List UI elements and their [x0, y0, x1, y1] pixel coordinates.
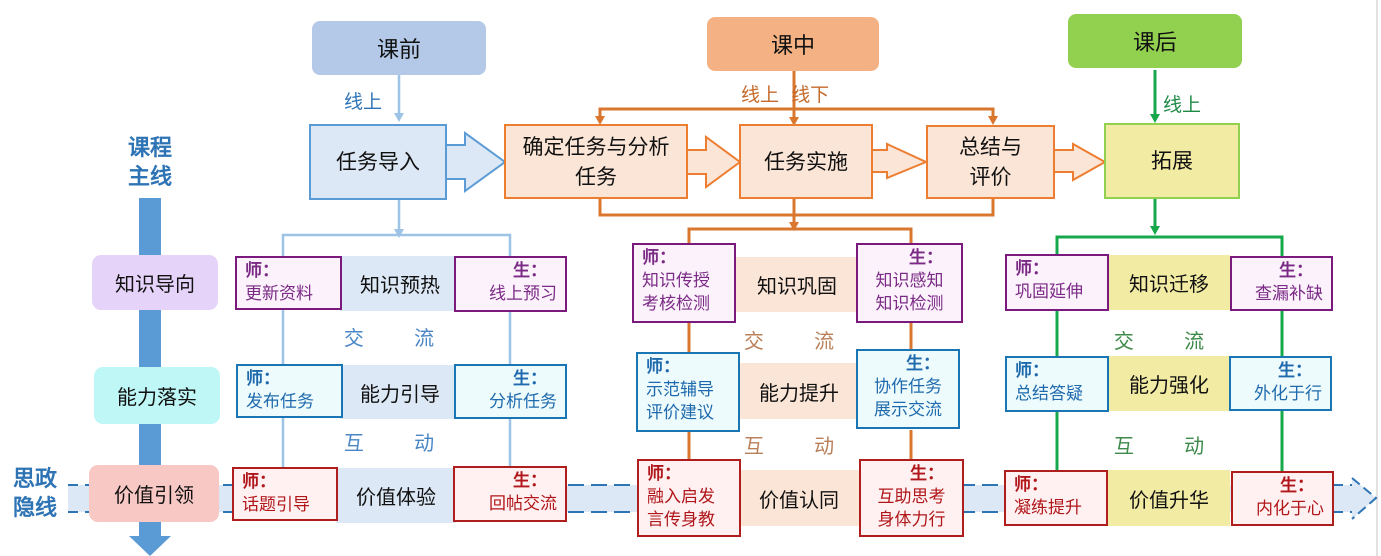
main-line-arrowhead	[129, 536, 171, 556]
main-line-label-1: 课程	[127, 136, 172, 161]
role-text: 知识传授 考核检测	[642, 271, 710, 314]
mode-post-online: 线上	[1163, 94, 1202, 116]
role-text: 外化于行	[1254, 384, 1322, 404]
student-box: 生： 查漏补缺	[1230, 256, 1333, 311]
role-label: 师：	[642, 248, 676, 268]
role-text: 巩固延伸	[1015, 282, 1083, 302]
student-box: 生： 分析任务	[454, 364, 567, 419]
center-value-sublimate: 价值升华	[1108, 470, 1230, 526]
connector-exchange: 交 流	[743, 329, 857, 353]
role-text: 凝练提升	[1014, 498, 1082, 518]
phase-post-class: 课后	[1068, 14, 1242, 68]
role-text: 协作任务 展示交流	[874, 377, 942, 420]
role-label: 生：	[1279, 261, 1313, 281]
connector-interaction: 互 动	[743, 434, 857, 458]
role-label: 师：	[246, 369, 280, 389]
student-box: 生： 内化于心	[1231, 471, 1334, 526]
stage-task-implement: 任务实施	[739, 124, 873, 199]
hidden-line-label-2: 隐线	[12, 496, 57, 521]
role-text: 发布任务	[246, 392, 314, 412]
role-label: 生：	[513, 261, 547, 281]
role-label: 生：	[513, 471, 547, 491]
category-knowledge: 知识导向	[92, 255, 218, 310]
student-box: 生： 互助思考 身体力行	[859, 459, 964, 537]
connector-exchange: 交 流	[1113, 329, 1227, 353]
role-text: 知识感知 知识检测	[875, 271, 944, 314]
hidden-line-label-1: 思政	[12, 467, 57, 492]
role-label: 师：	[1015, 361, 1049, 381]
category-value: 价值引领	[89, 465, 219, 522]
stage-task-import: 任务导入	[309, 124, 447, 200]
flow-arrow-3	[871, 142, 929, 180]
role-text: 话题引导	[242, 495, 310, 515]
role-label: 生：	[906, 354, 940, 374]
role-label: 师：	[646, 357, 680, 377]
center-value-experience: 价值体验	[336, 468, 456, 523]
role-text: 查漏补缺	[1255, 284, 1323, 304]
category-ability: 能力落实	[94, 367, 220, 424]
center-knowledge-transfer: 知识迁移	[1108, 255, 1230, 310]
teacher-box: 师： 话题引导	[232, 467, 338, 521]
role-text: 互助思考 身体力行	[877, 487, 946, 530]
center-ability-guide: 能力引导	[340, 365, 460, 419]
hidden-line-arrowhead	[1351, 477, 1378, 520]
role-text: 融入启发 言传身教	[647, 487, 715, 530]
teacher-box: 师： 发布任务	[236, 364, 343, 418]
stage-summary-evaluation: 总结与评价	[926, 125, 1055, 199]
role-label: 生：	[1280, 476, 1314, 496]
arrow-pre-down	[394, 113, 404, 122]
center-value-identify: 价值认同	[738, 470, 860, 526]
flow-arrow-4	[1053, 142, 1108, 182]
connector-interaction: 互 动	[1113, 434, 1227, 458]
stage-define-task: 确定任务与分析任务	[504, 124, 688, 199]
role-text: 分析任务	[489, 392, 557, 412]
role-text: 更新资料	[245, 284, 313, 304]
center-knowledge-warmup: 知识预热	[340, 256, 460, 311]
teacher-box: 师： 总结答疑	[1005, 356, 1109, 412]
role-label: 师：	[647, 464, 681, 484]
mode-pre-online: 线上	[344, 91, 383, 113]
flow-arrow-2	[685, 135, 742, 189]
student-box: 生： 线上预习	[454, 256, 567, 312]
role-label: 生：	[910, 464, 944, 484]
student-box: 生： 回帖交流	[453, 466, 567, 522]
phase-in-class: 课中	[707, 17, 879, 71]
role-label: 师：	[1015, 259, 1049, 279]
mode-in-online-offline: 线上 线下	[741, 84, 830, 106]
role-text: 回帖交流	[489, 494, 557, 514]
flow-arrow-1	[445, 131, 507, 193]
center-ability-improve: 能力提升	[738, 363, 860, 419]
role-label: 生：	[1278, 361, 1312, 381]
role-label: 生：	[909, 248, 943, 268]
hidden-line-head-fill	[1352, 478, 1376, 519]
teacher-box: 师： 巩固延伸	[1005, 254, 1109, 311]
role-text: 示范辅导 评价建议	[646, 380, 714, 423]
teacher-box: 师： 凝练提升	[1004, 470, 1108, 526]
center-ability-strengthen: 能力强化	[1108, 356, 1230, 411]
stage-extension: 拓展	[1104, 123, 1240, 199]
teacher-box: 师： 融入启发 言传身教	[637, 459, 741, 537]
teacher-box: 师： 示范辅导 评价建议	[636, 352, 740, 432]
student-box: 生： 协作任务 展示交流	[856, 349, 960, 429]
phase-pre-class: 课前	[312, 21, 486, 75]
student-box: 生： 外化于行	[1229, 356, 1332, 411]
center-knowledge-consolidate: 知识巩固	[734, 257, 860, 312]
role-label: 师：	[242, 472, 276, 492]
main-line-label: 课程 主线	[112, 134, 188, 192]
teacher-box: 师： 更新资料	[235, 256, 342, 310]
teacher-box: 师： 知识传授 考核检测	[632, 243, 736, 323]
role-text: 内化于心	[1256, 499, 1324, 519]
main-line-label-2: 主线	[127, 165, 172, 190]
role-label: 师：	[1014, 475, 1048, 495]
role-label: 生：	[513, 369, 547, 389]
role-text: 线上预习	[489, 284, 557, 304]
connector-interaction: 互 动	[343, 431, 457, 455]
role-label: 师：	[245, 261, 279, 281]
student-box: 生： 知识感知 知识检测	[856, 243, 963, 323]
hidden-line-label: 思政 隐线	[2, 465, 68, 523]
connector-exchange: 交 流	[343, 326, 457, 350]
role-text: 总结答疑	[1015, 384, 1083, 404]
